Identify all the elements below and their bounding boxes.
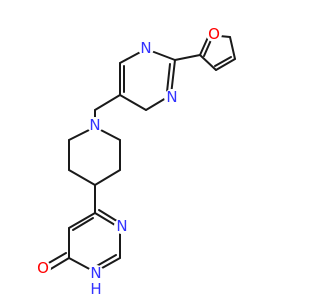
carbonyl-oxygen-label: O bbox=[37, 259, 49, 277]
carbonyl-oxygen-atom: O bbox=[35, 259, 51, 277]
bond-pip-c3-c4 bbox=[94, 169, 121, 186]
bond-pym-n3-c2-double bbox=[166, 63, 171, 93]
pyrimidine-n1-label: N bbox=[140, 39, 151, 57]
pyrimidinone-n3-atom: N bbox=[114, 217, 130, 235]
pyrimidine-n3-atom: N bbox=[164, 88, 180, 106]
bond-furan-c3-c2 bbox=[199, 54, 217, 71]
pyrimidine-n1-atom: N bbox=[138, 39, 154, 57]
bond-furan-c4-c3-double bbox=[214, 56, 232, 67]
bond-carbonyl bbox=[48, 257, 70, 271]
furan-oxygen-label: O bbox=[208, 25, 220, 43]
bonds bbox=[46, 34, 236, 273]
bond-pym-ch2 bbox=[94, 94, 121, 111]
bond-pyo-c5-c4-double bbox=[72, 217, 94, 231]
bond-furan-pyrimidine bbox=[174, 54, 201, 61]
bond-carbonyl-double bbox=[46, 252, 67, 265]
piperidine-nitrogen-atom: N bbox=[87, 116, 103, 134]
pyrimidinone-hydrogen-label: H bbox=[90, 280, 101, 298]
pyrimidine-n3-label: N bbox=[166, 88, 177, 106]
pyrimidinone-n1-label: N bbox=[90, 264, 101, 282]
furan-oxygen-atom: O bbox=[206, 25, 222, 43]
bond-furan-c4-c3 bbox=[215, 58, 236, 71]
bond-pym-c5-c4 bbox=[119, 94, 147, 111]
bond-pyo-c2-n1-double bbox=[94, 254, 117, 268]
bond-pyo-c5-c4 bbox=[68, 212, 96, 229]
pyrimidinone-n3-label: N bbox=[116, 217, 127, 235]
bond-pip-c4-c5 bbox=[68, 169, 96, 186]
atom-labels: O N N N N N H O bbox=[35, 25, 222, 298]
molecule-structure: O N N N N N H O bbox=[35, 25, 236, 298]
piperidine-nitrogen-label: N bbox=[89, 116, 100, 134]
bond-furan-c5-c4 bbox=[229, 36, 236, 60]
pyrimidinone-nh-atom: N H bbox=[88, 264, 104, 298]
bond-furan-c2-o-double bbox=[203, 39, 212, 57]
